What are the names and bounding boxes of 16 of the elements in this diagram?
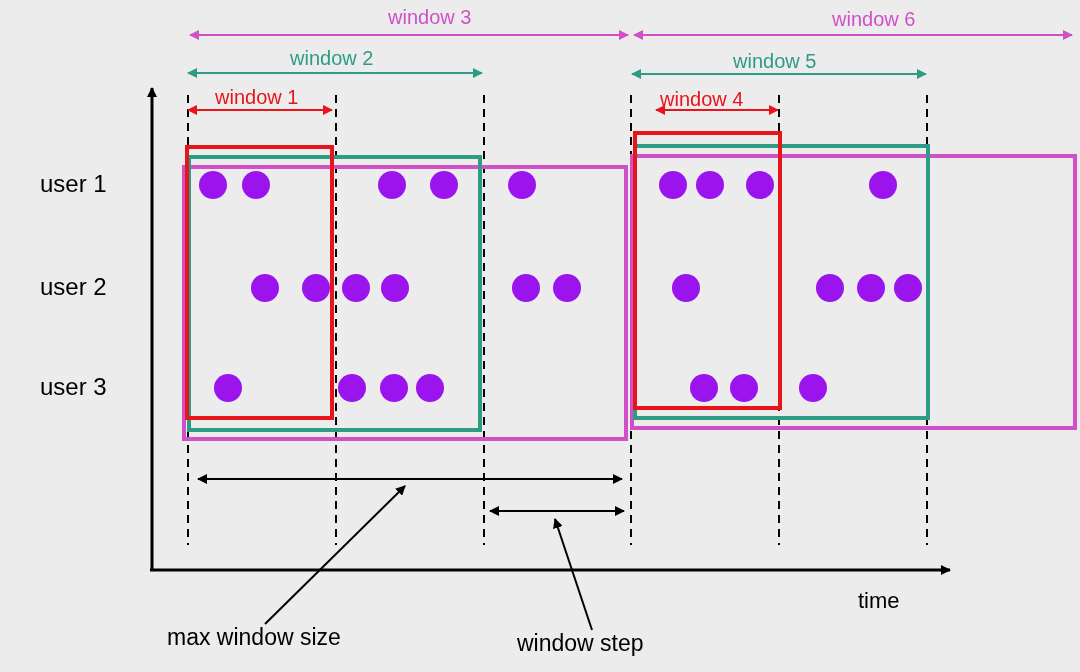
window-frame bbox=[630, 154, 1077, 430]
leader-line bbox=[553, 518, 593, 631]
user-label: user 1 bbox=[40, 172, 107, 196]
window-frame bbox=[182, 165, 628, 441]
user-label: user 3 bbox=[40, 375, 107, 399]
window-label: window 4 bbox=[660, 89, 744, 109]
leader-line bbox=[264, 485, 406, 625]
window-label: window 5 bbox=[733, 51, 817, 71]
axis-label: time bbox=[858, 590, 900, 612]
window-label: window 2 bbox=[290, 48, 374, 68]
window-label: window 6 bbox=[832, 9, 916, 29]
user-label: user 2 bbox=[40, 275, 107, 299]
window-label: window 1 bbox=[215, 87, 299, 107]
callout-text: window step bbox=[517, 632, 644, 655]
window-label: window 3 bbox=[388, 7, 472, 27]
callout-text: max window size bbox=[167, 626, 341, 649]
